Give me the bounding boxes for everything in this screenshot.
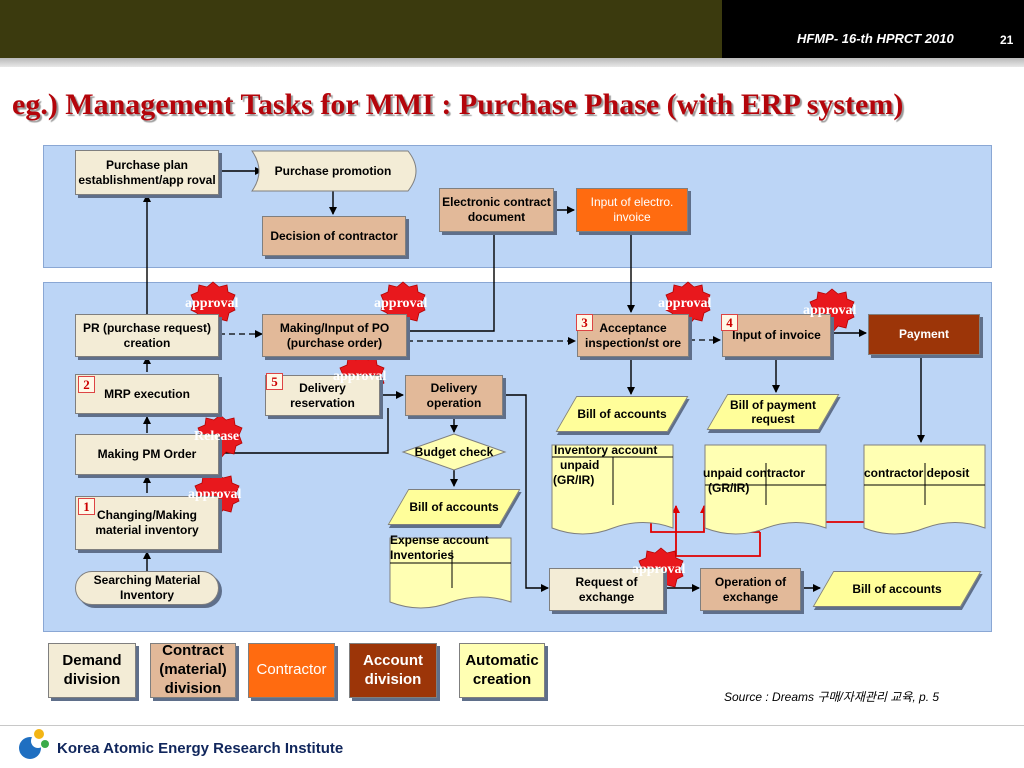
searching-inventory-box: Searching Material Inventory <box>75 571 219 605</box>
delivery-operation-box: Delivery operation <box>405 375 503 416</box>
footer-divider <box>0 725 1024 726</box>
approval-marker-delivery: approval <box>333 369 387 384</box>
step-marker-2: 2 <box>78 376 95 393</box>
step-marker-5: 5 <box>266 373 283 390</box>
acceptance-inspection-box: Acceptance inspection/st ore <box>577 314 689 357</box>
conference-label: HFMP- 16-th HPRCT 2010 <box>797 31 954 46</box>
expense-account-label: Expense account <box>390 533 489 547</box>
purchase-promotion-shape <box>251 150 417 192</box>
step-marker-3: 3 <box>576 314 593 331</box>
mrp-execution-box: MRP execution <box>75 374 219 414</box>
purchase-plan-box: Purchase plan establishment/app roval <box>75 150 219 195</box>
pr-creation-box: PR (purchase request) creation <box>75 314 219 357</box>
electronic-contract-box: Electronic contract document <box>439 188 554 232</box>
input-invoice-box: Input of invoice <box>722 314 831 357</box>
operation-exchange-box: Operation of exchange <box>700 568 801 611</box>
making-pm-order-box: Making PM Order <box>75 434 219 475</box>
legend-account-division: Account division <box>349 643 437 698</box>
budget-check-diamond <box>401 433 507 471</box>
release-marker: Release <box>194 429 240 444</box>
inventory-grir-label: (GR/IR) <box>553 473 595 487</box>
decision-contractor-box: Decision of contractor <box>262 216 406 256</box>
input-electro-invoice-box: Input of electro. invoice <box>576 188 688 232</box>
step-marker-1: 1 <box>78 498 95 515</box>
approval-marker-acceptance: approval <box>658 296 712 311</box>
making-po-box: Making/Input of PO (purchase order) <box>262 314 407 357</box>
approval-marker-inventory: approval <box>188 487 242 502</box>
inventories-label: Inventories <box>390 548 455 562</box>
inventory-account-label: Inventory account <box>554 443 658 457</box>
bill-accounts-1-label: Bill of accounts <box>577 406 667 421</box>
contractor-grir-label: (GR/IR) <box>708 481 750 495</box>
step-marker-4: 4 <box>721 314 738 331</box>
institute-name: Korea Atomic Energy Research Institute <box>57 740 344 757</box>
contractor-unpaid-label: unpaid contractor <box>703 466 806 480</box>
source-citation: Source : Dreams 구매/자재관리 교육, p. 5 <box>724 690 940 704</box>
payment-box: Payment <box>868 314 980 355</box>
inventory-unpaid-label: unpaid <box>560 458 600 472</box>
legend-contractor: Contractor <box>248 643 335 698</box>
contractor-deposit-label: contractor deposit <box>864 466 970 480</box>
bill-accounts-3-label: Bill of accounts <box>852 581 942 596</box>
purchase-promotion-label: Purchase promotion <box>274 164 392 178</box>
slide-title: eg.) Management Tasks for MMI : Purchase… <box>12 88 904 121</box>
page-number: 21 <box>1000 33 1014 47</box>
legend-contract-division: Contract (material) division <box>150 642 236 698</box>
header-bar <box>0 0 722 58</box>
kaeri-logo <box>19 729 49 759</box>
header-bar-right <box>722 0 1024 58</box>
approval-marker-po: approval <box>374 296 428 311</box>
changing-inventory-box: Changing/Making material inventory <box>75 496 219 550</box>
legend-demand-division: Demand division <box>48 643 136 698</box>
approval-marker-invoice: approval <box>803 303 857 318</box>
bill-payment-request-label: Bill of payment request <box>729 397 816 426</box>
bill-accounts-2-label: Bill of accounts <box>409 499 499 514</box>
approval-marker-exchange: approval <box>632 562 686 577</box>
header-divider <box>0 58 1024 67</box>
delivery-reservation-box: Delivery reservation <box>265 375 380 416</box>
request-exchange-box: Request of exchange <box>549 568 664 611</box>
budget-check-label: Budget check <box>414 445 494 459</box>
legend-automatic-creation: Automatic creation <box>459 643 545 698</box>
approval-marker-pr: approval <box>185 296 239 311</box>
